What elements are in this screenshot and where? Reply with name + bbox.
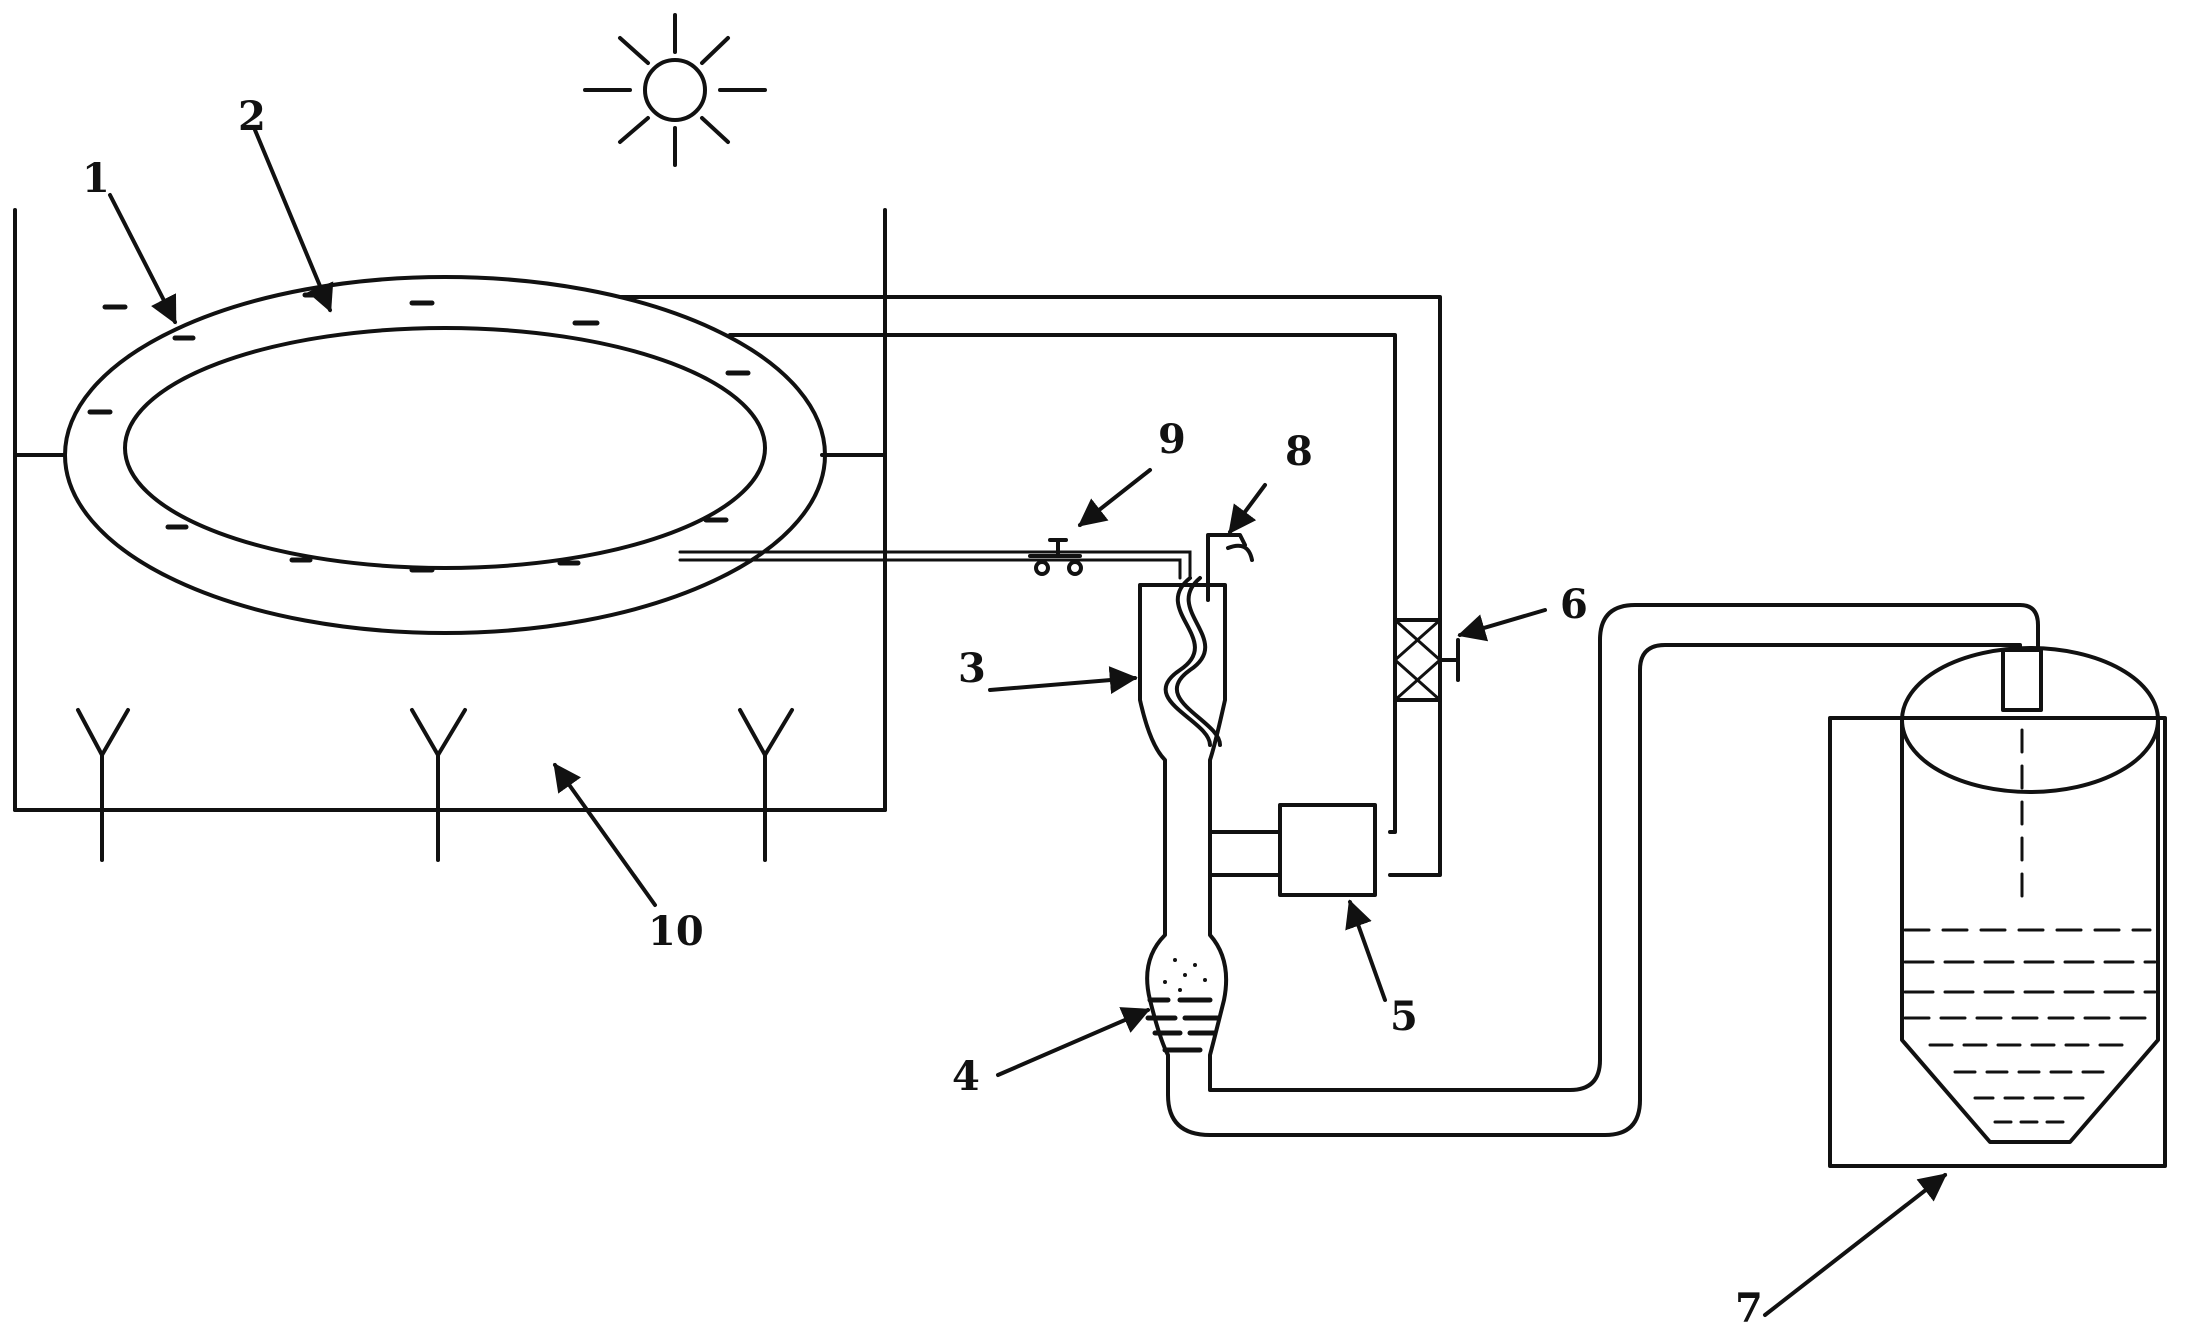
- valve-icon: [1393, 618, 1460, 702]
- label-5: 5: [1390, 993, 1418, 1040]
- label-9: 9: [1158, 416, 1186, 463]
- label-6: 6: [1560, 581, 1588, 628]
- label-4: 4: [952, 1053, 980, 1100]
- valve-icon: [1034, 538, 1083, 576]
- label-2: 2: [238, 93, 266, 140]
- label-3: 3: [958, 645, 986, 692]
- faucet-icon: [1206, 533, 1254, 602]
- return-pipe: [618, 295, 1442, 877]
- plant-icon: [76, 708, 130, 862]
- collector-ring: [63, 275, 827, 635]
- leader-arrows: [108, 128, 1948, 1317]
- greenhouse-frame: [13, 208, 887, 812]
- sun-icon: [583, 13, 767, 167]
- collector-bulb: [1145, 603, 2040, 1137]
- plant-icon: [410, 708, 467, 862]
- outlet-pipe: [678, 550, 1192, 580]
- label-8: 8: [1285, 428, 1313, 475]
- plant-icon: [738, 708, 794, 862]
- storage-tank: [1828, 646, 2167, 1168]
- pump-box: [1278, 803, 1377, 897]
- label-10: 10: [648, 908, 704, 955]
- label-7: 7: [1735, 1285, 1763, 1331]
- label-1: 1: [82, 155, 110, 202]
- condenser-vessel: [1138, 576, 1227, 907]
